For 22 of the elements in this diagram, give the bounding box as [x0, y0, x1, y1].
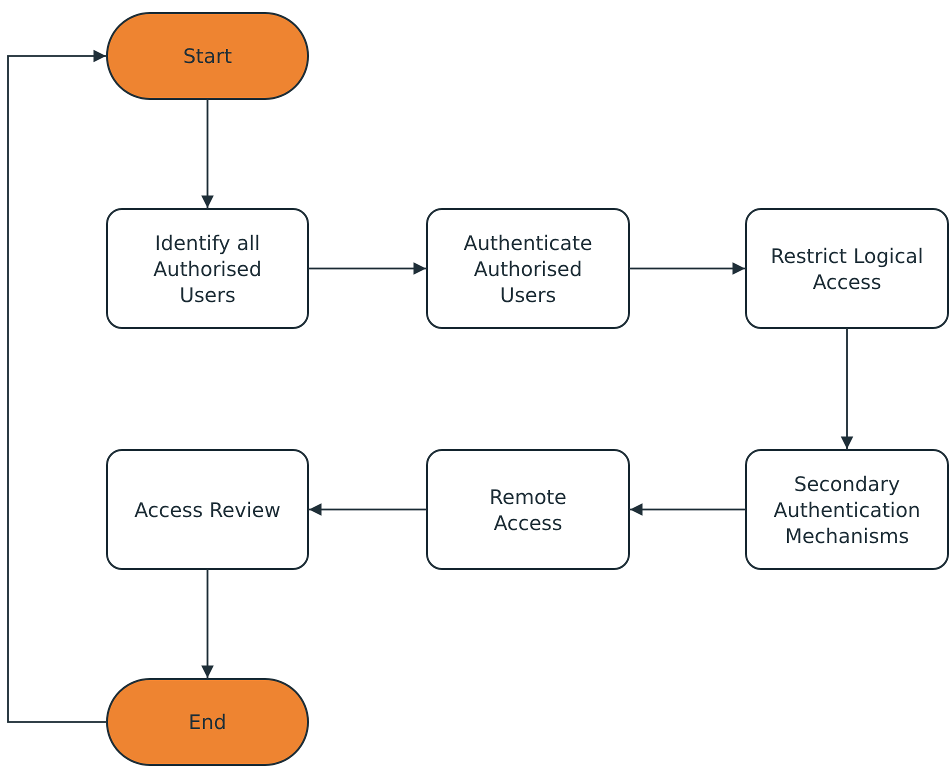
node-text: Remote Access	[488, 484, 568, 536]
node-text: End	[188, 709, 226, 735]
process-box	[106, 208, 309, 329]
node-text: Authenticate Authorised Users	[462, 230, 594, 308]
node-text: Start	[183, 43, 232, 69]
process-box	[745, 208, 949, 329]
process-box	[745, 449, 949, 570]
node-text: Secondary Authentication Mechanisms	[772, 470, 922, 548]
arrow	[630, 503, 745, 516]
process-box	[426, 208, 630, 329]
node-text: Restrict Logical Access	[770, 242, 924, 294]
process-box	[106, 449, 309, 570]
arrow	[7, 50, 106, 723]
arrow	[309, 503, 426, 516]
node-text: Access Review	[134, 496, 281, 522]
arrow	[840, 329, 854, 449]
arrow	[201, 570, 214, 678]
arrow	[630, 262, 745, 275]
process-box	[426, 449, 630, 570]
arrow	[309, 262, 426, 275]
node-text: Identify all Authorised Users	[152, 230, 263, 308]
arrow	[201, 100, 214, 208]
